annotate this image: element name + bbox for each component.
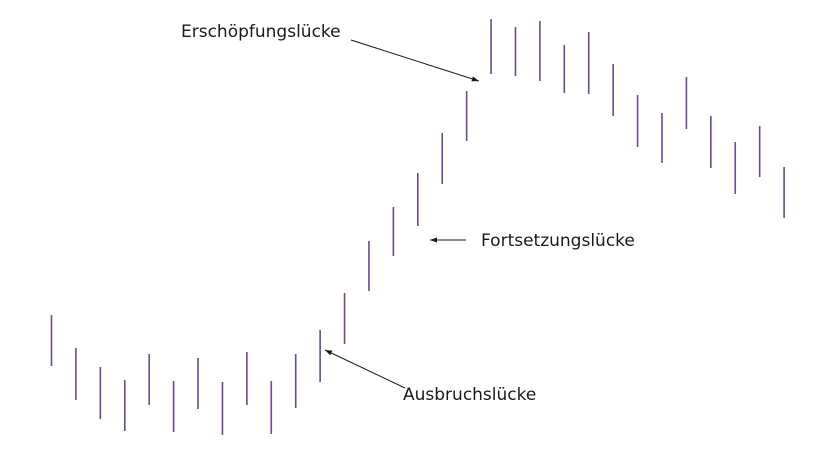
continuation-gap-arrow-head	[430, 237, 438, 243]
breakaway-gap-arrow-head	[325, 350, 333, 356]
annotation-breakaway-gap: Ausbruchslücke	[324, 349, 536, 405]
breakaway-gap-label: Ausbruchslücke	[403, 385, 536, 405]
annotation-exhaustion-gap: Erschöpfungslücke	[181, 22, 480, 82]
exhaustion-gap-label: Erschöpfungslücke	[181, 22, 341, 42]
exhaustion-gap-arrow-head	[471, 76, 479, 82]
breakaway-gap-arrow-line	[324, 349, 406, 389]
continuation-gap-label: Fortsetzungslücke	[481, 231, 635, 251]
exhaustion-gap-arrow-line	[350, 39, 480, 82]
bars-group	[50, 19, 785, 435]
annotation-continuation-gap: Fortsetzungslücke	[430, 231, 635, 251]
